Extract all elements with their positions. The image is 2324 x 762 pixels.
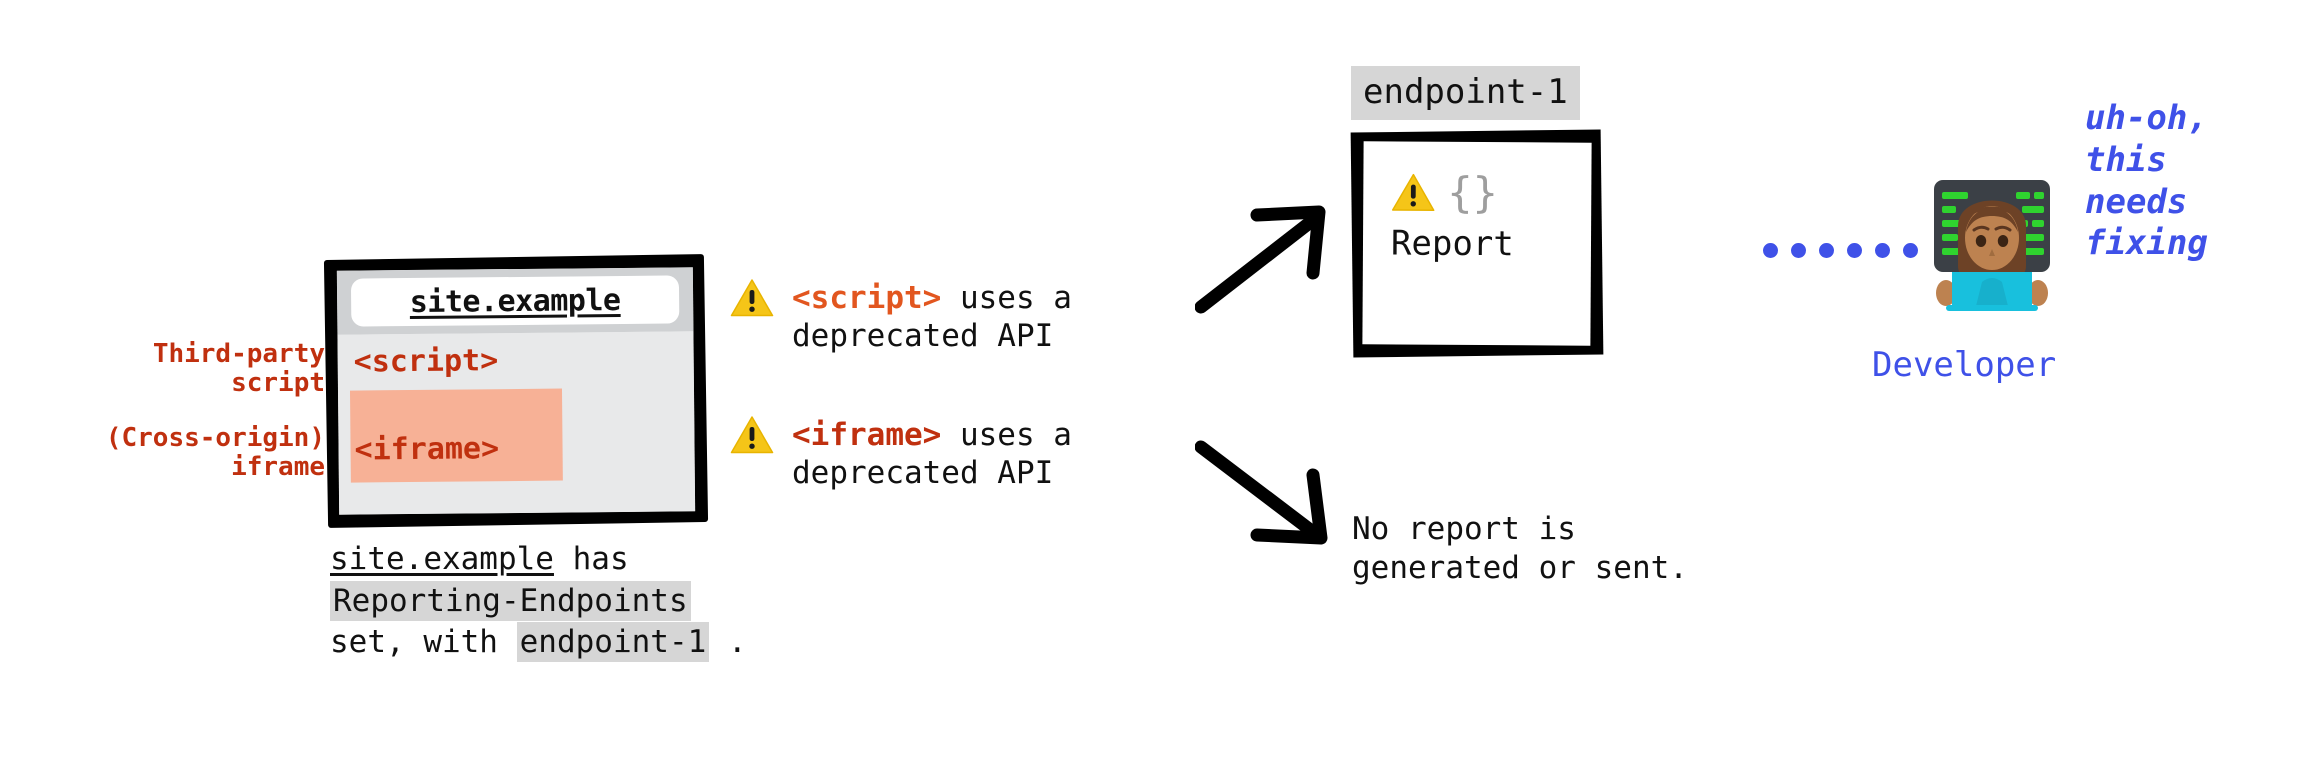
- speech-line: fixing: [2085, 223, 2208, 264]
- url-text: site.example: [409, 282, 621, 320]
- warning-rest: uses a: [941, 280, 1072, 316]
- caption-endpoint-chip: endpoint-1: [516, 622, 710, 663]
- browser-page-body: <script> <iframe>: [337, 331, 696, 515]
- caption-text: set, with: [330, 624, 517, 661]
- caption-text: .: [709, 624, 747, 661]
- caption-header-chip: Reporting-Endpoints: [330, 580, 691, 621]
- warning-tag: <iframe>: [792, 417, 942, 453]
- developer-speech-text: uh-oh, this needs fixing: [2085, 98, 2208, 265]
- arrow-to-no-report-icon: [1195, 440, 1328, 545]
- warning-line-2: deprecated API: [792, 454, 1054, 491]
- developer-technologist-icon: [1934, 180, 2050, 311]
- label-third-party-script: Third-party script: [0, 339, 325, 399]
- label-line: iframe: [231, 452, 325, 483]
- warning-triangle-icon: [1391, 173, 1435, 211]
- connector-dot: [1903, 243, 1918, 258]
- caption-line-3: set, with endpoint-1 .: [330, 622, 930, 663]
- report-box: {} Report: [1350, 129, 1604, 358]
- endpoint-badge: endpoint-1: [1351, 66, 1580, 120]
- caption-line-1: site.example has: [330, 540, 930, 580]
- speech-line: needs: [2085, 181, 2188, 222]
- report-content: {} Report: [1390, 167, 1514, 265]
- label-line: script: [231, 368, 325, 399]
- browser-caption: site.example has Reporting-Endpoints set…: [330, 540, 930, 665]
- warning-message-iframe: <iframe> uses a deprecated API: [730, 415, 1072, 493]
- dotted-connector: [1763, 243, 1918, 258]
- connector-dot: [1875, 243, 1890, 258]
- warning-line-1: <iframe> uses a: [792, 417, 1072, 455]
- label-cross-origin-iframe: (Cross-origin) iframe: [0, 424, 325, 482]
- left-annotation-labels: Third-party script (Cross-origin) iframe: [0, 339, 325, 482]
- warning-tag: <script>: [792, 280, 942, 316]
- warning-text: <script> uses a deprecated API: [792, 278, 1072, 356]
- warning-line-1: <script> uses a: [792, 280, 1072, 318]
- iframe-highlight-box: <iframe>: [349, 388, 563, 483]
- report-icon-row: {}: [1391, 167, 1514, 218]
- script-tag-text: <script>: [353, 343, 499, 380]
- json-braces-icon: {}: [1447, 167, 1499, 218]
- url-bar[interactable]: site.example: [350, 275, 680, 327]
- warning-line-2: deprecated API: [792, 317, 1054, 354]
- arrow-to-report-icon: [1195, 205, 1326, 314]
- warning-message-script: <script> uses a deprecated API: [730, 278, 1072, 356]
- developer-label: Developer: [1872, 345, 2057, 385]
- iframe-tag-text: <iframe>: [354, 431, 500, 468]
- label-line: (Cross-origin): [105, 423, 325, 454]
- no-report-line-1: No report is: [1352, 511, 1576, 547]
- warning-text: <iframe> uses a deprecated API: [792, 415, 1072, 493]
- caption-line-2: Reporting-Endpoints: [330, 580, 930, 622]
- speech-line: this: [2085, 139, 2167, 180]
- connector-dot: [1847, 243, 1862, 258]
- browser-window-inner: site.example <script> <iframe>: [336, 267, 696, 515]
- warning-triangle-icon: [730, 279, 774, 317]
- no-report-line-2: generated or sent.: [1352, 550, 1688, 587]
- caption-text: has: [553, 541, 629, 577]
- browser-window: site.example <script> <iframe>: [323, 254, 709, 528]
- connector-dot: [1791, 243, 1806, 258]
- speech-line: uh-oh,: [2085, 98, 2208, 138]
- report-label: Report: [1390, 223, 1514, 265]
- warning-triangle-icon: [730, 416, 774, 454]
- connector-dot: [1819, 243, 1834, 258]
- caption-site-link: site.example: [330, 541, 554, 577]
- report-box-inner: {} Report: [1362, 141, 1592, 346]
- connector-dot: [1763, 243, 1778, 258]
- no-report-text: No report is generated or sent.: [1352, 510, 1688, 588]
- warning-rest: uses a: [941, 417, 1072, 453]
- browser-chrome-bar: site.example: [336, 267, 694, 335]
- label-line: Third-party: [152, 339, 325, 369]
